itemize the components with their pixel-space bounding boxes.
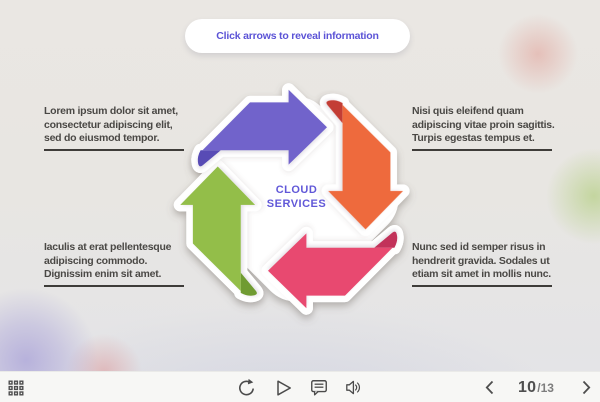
instruction-text: Click arrows to reveal information — [216, 30, 379, 42]
underline-rule — [44, 149, 184, 152]
info-text: adipiscing vitae proin sagittis. — [412, 118, 555, 131]
previous-slide-button[interactable] — [484, 380, 494, 395]
total-slide-number: /13 — [537, 380, 554, 395]
player-bar: 10 /13 — [0, 371, 600, 402]
comments-button[interactable] — [310, 379, 327, 396]
next-slide-button[interactable] — [581, 380, 591, 395]
menu-grid-icon — [8, 380, 23, 395]
arrow-right[interactable] — [198, 90, 327, 167]
current-slide-number: 10 — [518, 378, 537, 396]
comments-icon — [310, 379, 327, 396]
info-text: consectetur adipiscing elit, — [44, 118, 173, 131]
info-block-top-right: Nisi quis eleifend quam adipiscing vitae… — [412, 105, 572, 152]
replay-button[interactable] — [237, 378, 256, 397]
info-text: Turpis egestas tempus et. — [412, 132, 535, 145]
info-block-bottom-left: Iaculis at erat pellentesque adipiscing … — [44, 241, 204, 288]
info-text: Dignissim enim sit amet. — [44, 268, 162, 281]
info-text: Nunc sed id semper risus in — [412, 241, 546, 253]
play-button[interactable] — [276, 379, 292, 396]
arrow-down[interactable] — [326, 100, 403, 229]
info-text: Nisi quis eleifend quam — [412, 105, 524, 117]
arrow-left[interactable] — [268, 232, 397, 309]
underline-rule — [412, 149, 552, 152]
underline-rule — [412, 285, 552, 288]
cycle-arrows-graphic — [130, 40, 470, 360]
volume-button[interactable] — [345, 379, 362, 395]
info-text: Lorem ipsum dolor sit amet, — [44, 105, 178, 117]
page-indicator: 10 /13 — [505, 372, 567, 402]
info-text: Iaculis at erat pellentesque — [44, 241, 172, 253]
info-block-bottom-right: Nunc sed id semper risus in hendrerit gr… — [412, 241, 572, 288]
info-text: adipiscing commodo. — [44, 254, 148, 267]
info-text: hendrerit gravida. Sodales ut — [412, 254, 550, 267]
info-text: etiam sit amet in mollis nunc. — [412, 268, 551, 281]
cycle-diagram — [130, 40, 470, 360]
info-block-top-left: Lorem ipsum dolor sit amet, consectetur … — [44, 105, 204, 152]
menu-grid-button[interactable] — [7, 379, 24, 396]
chevron-right-icon — [582, 380, 590, 395]
replay-icon — [239, 378, 254, 396]
volume-icon — [345, 380, 360, 394]
slide-background: CLOUD SERVICES Click arrows to reveal in… — [0, 0, 600, 371]
instruction-pill: Click arrows to reveal information — [185, 19, 410, 53]
underline-rule — [44, 285, 184, 288]
chevron-left-icon — [485, 380, 493, 395]
info-text: sed do eiusmod tempor. — [44, 132, 160, 145]
play-icon — [276, 379, 291, 396]
